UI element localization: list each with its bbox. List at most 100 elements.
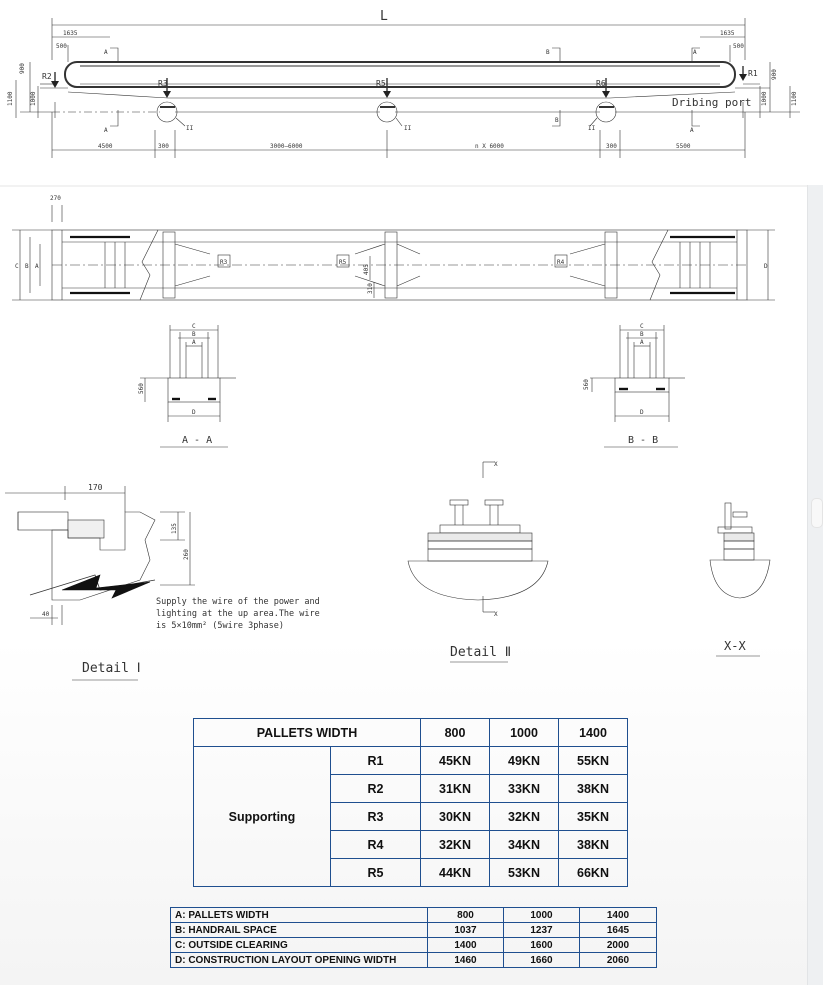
dim-label: 300	[606, 143, 617, 150]
dim-label: 900	[19, 63, 26, 74]
reaction-value: 45KN	[420, 746, 490, 775]
section-marker: A	[693, 49, 697, 56]
dim-label: 500	[733, 43, 744, 50]
dimension-label: D: CONSTRUCTION LAYOUT OPENING WIDTH	[170, 952, 428, 968]
reaction-value: 34KN	[489, 830, 559, 859]
reaction-name: R2	[330, 774, 421, 803]
dim-label: A	[35, 263, 39, 270]
reaction-value: 49KN	[489, 746, 559, 775]
dim-label: 1635	[63, 30, 78, 37]
wire-note-line-3: is 5×10mm² (5wire 3phase)	[156, 621, 284, 631]
dimension-value: 1237	[503, 922, 580, 938]
detail-2-title: Detail Ⅱ	[450, 645, 511, 660]
table-row: C: OUTSIDE CLEARING 1400 1600 2000	[170, 937, 657, 953]
section-marker: B	[555, 117, 559, 124]
reaction-value: 31KN	[420, 774, 490, 803]
dim-label: n X 6000	[475, 143, 504, 150]
section-xx-title: X-X	[724, 639, 746, 653]
length-label: L	[380, 9, 388, 24]
section-bb	[590, 325, 685, 448]
table-row: Supporting R1 45KN 49KN 55KN	[193, 746, 628, 887]
dim-label: 4500	[98, 143, 113, 150]
engineering-drawing: L 1635 500 1635 500 A B A A B A R2 R3 R5…	[0, 9, 808, 681]
dimension-value: 2060	[579, 952, 657, 968]
side-elevation	[15, 18, 800, 158]
dimension-value: 1645	[579, 922, 657, 938]
section-bb-title: B - B	[628, 435, 658, 446]
reaction-label: R5	[376, 79, 386, 88]
reaction-value: 35KN	[558, 802, 628, 831]
side-scroll-strip	[807, 185, 823, 985]
dim-label: A	[640, 339, 644, 346]
dim-label: C	[15, 263, 19, 270]
section-marker: A	[104, 49, 108, 56]
dimension-value: 1600	[503, 937, 580, 953]
section-aa-title: A - A	[182, 435, 212, 446]
dimension-value: 1660	[503, 952, 580, 968]
dim-label: 900	[771, 69, 778, 80]
detail-marker: II	[588, 125, 596, 132]
section-xx	[709, 502, 771, 657]
reaction-label: R6	[596, 79, 606, 88]
table-row: D: CONSTRUCTION LAYOUT OPENING WIDTH 146…	[170, 952, 657, 968]
reaction-value: 66KN	[558, 858, 628, 887]
dim-label: B	[192, 331, 196, 338]
detail-2	[407, 461, 549, 663]
dim-label: 560	[583, 379, 590, 390]
dimension-table: A: PALLETS WIDTH 800 1000 1400 B: HANDRA…	[170, 907, 657, 968]
section-cut-marker: X	[494, 611, 498, 618]
table-header-row: PALLETS WIDTH 800 1000 1400	[193, 718, 628, 747]
wire-note-line-1: Supply the wire of the power and	[156, 597, 320, 607]
dim-label: B	[640, 331, 644, 338]
reaction-value: 32KN	[420, 830, 490, 859]
wire-note-line-2: lighting at the up area.The wire	[156, 609, 320, 619]
supporting-label: Supporting	[193, 746, 331, 887]
support-reaction-table: PALLETS WIDTH 800 1000 1400 Supporting R…	[193, 718, 628, 887]
reaction-value: 32KN	[489, 802, 559, 831]
dim-label: 135	[171, 523, 178, 534]
dimension-label: B: HANDRAIL SPACE	[170, 922, 428, 938]
dimension-label: A: PALLETS WIDTH	[170, 907, 428, 923]
detail-marker: II	[186, 125, 194, 132]
dim-label: C	[192, 323, 196, 330]
dim-label: 300	[158, 143, 169, 150]
dim-label: A	[192, 339, 196, 346]
dim-label: 560	[138, 383, 145, 394]
table-row: R3 30KN 32KN 35KN	[194, 802, 628, 831]
dim-label: C	[640, 323, 644, 330]
dim-label: 405	[363, 264, 370, 275]
reaction-label: R3	[158, 79, 168, 88]
reaction-value: 55KN	[558, 746, 628, 775]
dim-label: 1100	[7, 91, 14, 106]
dim-label: 1635	[720, 30, 735, 37]
dim-label: 1000	[761, 91, 768, 106]
plan-reaction-label: R5	[339, 259, 347, 266]
width-header-800: 800	[420, 718, 490, 747]
reaction-value: 44KN	[420, 858, 490, 887]
table-row: R2 31KN 33KN 38KN	[194, 774, 628, 803]
section-aa	[140, 325, 236, 448]
dimension-value: 800	[427, 907, 504, 923]
dimension-value: 2000	[579, 937, 657, 953]
dimension-value: 1400	[427, 937, 504, 953]
reaction-name: R5	[330, 858, 421, 887]
dim-label: 170	[88, 483, 103, 492]
dimension-value: 1460	[427, 952, 504, 968]
dimension-value: 1037	[427, 922, 504, 938]
reaction-value: 53KN	[489, 858, 559, 887]
pallets-width-header: PALLETS WIDTH	[193, 718, 421, 747]
reaction-name: R4	[330, 830, 421, 859]
dimension-label: C: OUTSIDE CLEARING	[170, 937, 428, 953]
reaction-value: 30KN	[420, 802, 490, 831]
dim-label: 500	[56, 43, 67, 50]
section-cut-marker: X	[494, 461, 498, 468]
section-marker: B	[546, 49, 550, 56]
reaction-value: 38KN	[558, 774, 628, 803]
detail-marker: II	[404, 125, 412, 132]
reaction-value: 33KN	[489, 774, 559, 803]
reaction-name: R3	[330, 802, 421, 831]
table-row: A: PALLETS WIDTH 800 1000 1400	[170, 907, 657, 923]
dribing-port-label: Dribing port	[672, 96, 751, 109]
dim-label: 1100	[791, 91, 798, 106]
dim-label: D	[640, 409, 644, 416]
